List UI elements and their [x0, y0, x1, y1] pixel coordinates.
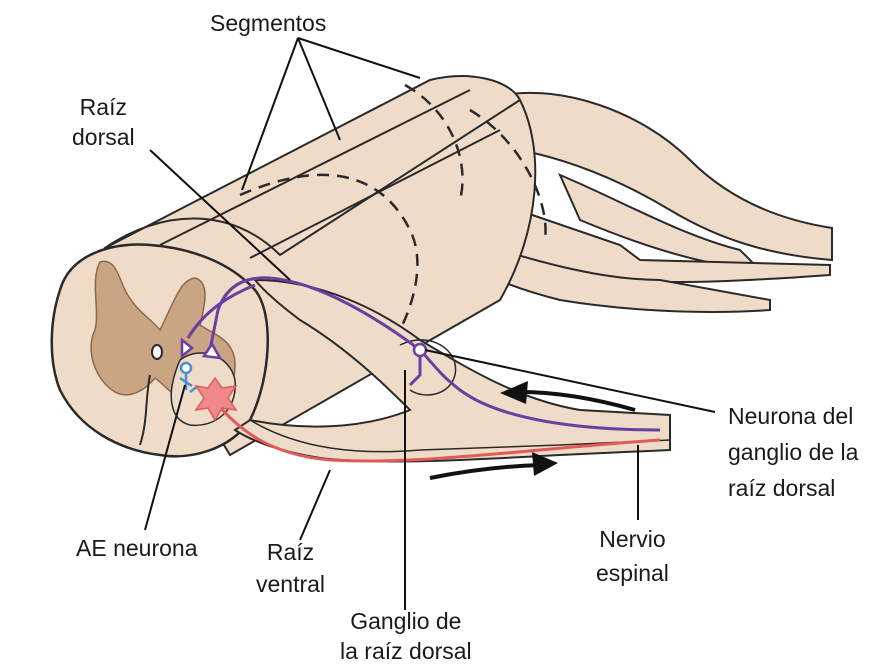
label-segments: Segmentos — [210, 8, 326, 38]
label-drg: Ganglio de la raíz dorsal — [340, 606, 472, 666]
label-dorsal-root: Raíz dorsal — [72, 92, 135, 152]
central-canal — [152, 345, 162, 359]
label-drg-neuron: Neurona del ganglio de la raíz dorsal — [728, 398, 858, 506]
label-motor-neuron: AE neurona — [76, 533, 197, 563]
label-ventral-root: Raíz ventral — [256, 536, 325, 600]
label-spinal-nerve: Nervio espinal — [596, 522, 669, 590]
efferent-arrow — [430, 465, 540, 478]
drg-neuron-soma — [414, 344, 426, 356]
spinal-cord-cross-section — [52, 245, 268, 457]
